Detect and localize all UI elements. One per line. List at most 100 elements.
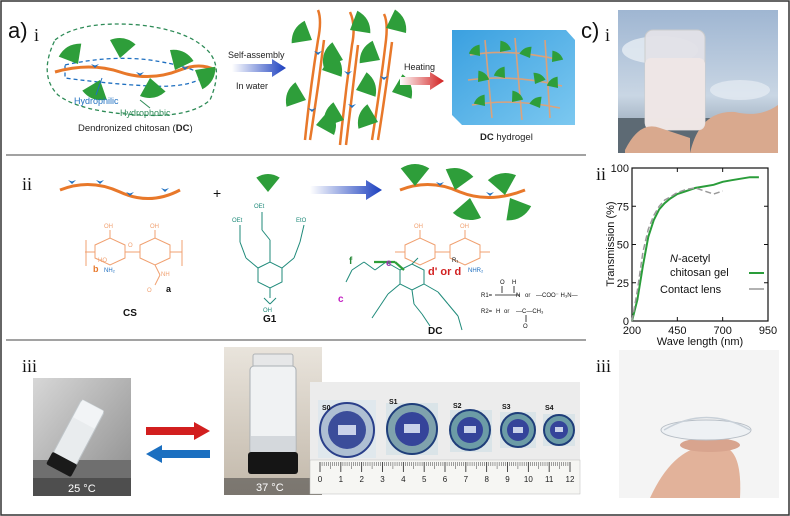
ruler-tick-label: 11: [545, 475, 554, 484]
heating-arrow: Heating: [400, 62, 444, 90]
svg-text:NH₂: NH₂: [104, 268, 116, 274]
reaction-arrow: [310, 180, 382, 200]
y-tick-label: 25: [617, 278, 629, 290]
vial-photo-25c: 25 °C: [33, 378, 131, 496]
dc-structure: OH OH R₁ NHR₂ f e c d' or d D: [338, 224, 578, 337]
ruler-tick-label: 4: [401, 475, 406, 484]
svg-text:S0: S0: [322, 405, 331, 412]
svg-text:OH: OH: [414, 224, 423, 230]
panel-label-c-iii: iii: [596, 356, 611, 376]
svg-text:O: O: [128, 243, 133, 249]
panel-label-a: a): [8, 18, 28, 43]
cs-structure: OH OH HO O NH O NH₂ b a CS: [85, 224, 183, 319]
cs-chain-schematic: [59, 180, 181, 201]
sample-s0: S0: [318, 400, 376, 458]
dc-hydrogel-illustration: DC hydrogel: [452, 30, 575, 143]
g1-label: G1: [263, 314, 277, 325]
svg-text:—COO⁻ H₃N—: —COO⁻ H₃N—: [536, 293, 578, 299]
self-assembly-arrow: Self-assembly In water: [228, 50, 286, 91]
svg-text:or: or: [504, 309, 509, 315]
svg-text:f: f: [349, 256, 353, 267]
svg-text:or: or: [525, 293, 530, 299]
svg-text:HO: HO: [98, 258, 107, 264]
legend-label-gel: N-acetyl: [670, 253, 710, 265]
svg-text:c: c: [338, 294, 344, 305]
svg-text:S4: S4: [545, 405, 554, 412]
legend-label-lens: Contact lens: [660, 284, 722, 296]
svg-text:a: a: [166, 284, 172, 294]
svg-text:b: b: [93, 264, 99, 274]
contact-lens-photo: [619, 350, 779, 498]
self-assembly-label: Self-assembly: [228, 50, 285, 60]
svg-text:OEt: OEt: [232, 218, 243, 224]
svg-text:OH: OH: [104, 224, 113, 230]
ruler-tick-label: 12: [566, 475, 575, 484]
ruler-tick-label: 9: [505, 475, 510, 484]
x-tick-label: 950: [759, 325, 777, 337]
ruler-tick-label: 5: [422, 475, 427, 484]
y-axis-label: Transmission (%): [605, 201, 617, 286]
cs-label: CS: [123, 308, 137, 319]
ruler: [309, 459, 581, 495]
dc-product-schematic: [399, 164, 534, 225]
svg-text:N: N: [516, 293, 520, 299]
svg-text:S1: S1: [389, 399, 398, 406]
temp-label-37: 37 °C: [256, 482, 284, 494]
series-line-gel: [631, 176, 759, 322]
film-samples-photo: S0 S1 S2 S3 S4: [309, 382, 581, 495]
hydrogel-caption: DC hydrogel: [480, 132, 533, 143]
hydrophilic-label: Hydrophilic: [74, 96, 119, 106]
x-tick-label: 200: [623, 325, 641, 337]
dendron-unit: [188, 58, 219, 92]
hydrophobic-label: Hydrophobic: [120, 108, 171, 118]
vial-photo-37c: 37 °C: [224, 347, 322, 495]
panel-label-c-ii: ii: [596, 164, 606, 184]
svg-text:NHR₂: NHR₂: [468, 268, 484, 274]
g1-dendron-schematic: [256, 174, 280, 192]
chitosan-chain: [54, 64, 216, 78]
svg-text:OH: OH: [460, 224, 469, 230]
ruler-tick-label: 6: [443, 475, 448, 484]
legend-label-gel-line2: chitosan gel: [670, 267, 729, 279]
ruler-tick-label: 3: [380, 475, 385, 484]
y-tick-label: 100: [611, 163, 629, 175]
ruler-tick-label: 7: [464, 475, 469, 484]
y-tick-label: 75: [617, 201, 629, 213]
sample-s2: S2: [449, 403, 492, 452]
chart-legend: N-acetyl chitosan gel Contact lens: [660, 253, 764, 296]
svg-text:OH: OH: [150, 224, 159, 230]
ruler-tick-label: 8: [484, 475, 489, 484]
dendron-unit: [107, 36, 137, 61]
series-line-lens: [631, 187, 723, 322]
dc-label: DC: [428, 326, 442, 337]
dc-caption: Dendronized chitosan (DC): [78, 123, 193, 134]
svg-text:H: H: [496, 309, 500, 315]
ruler-tick-label: 2: [359, 475, 364, 484]
svg-text:S3: S3: [502, 404, 511, 411]
panel-label-c-i: i: [605, 25, 610, 45]
hydrophobic-shell: [46, 23, 217, 117]
svg-text:O: O: [523, 324, 528, 330]
svg-text:OEt: OEt: [254, 204, 265, 210]
dc-molecule-schematic: Hydrophilic Hydrophobic Dendronized chit…: [46, 23, 219, 134]
panel-label-a-ii: ii: [22, 174, 32, 194]
x-axis-label: Wave length (nm): [657, 336, 743, 348]
ruler-tick-label: 0: [318, 475, 323, 484]
svg-text:O: O: [147, 288, 152, 294]
ruler-tick-label: 1: [339, 475, 344, 484]
ruler-tick-label: 10: [524, 475, 533, 484]
svg-text:R₁: R₁: [452, 258, 458, 264]
chart-plot-area: [631, 167, 769, 322]
y-tick-label: 50: [617, 240, 629, 252]
sample-s3: S3: [500, 404, 536, 448]
temperature-arrows: [146, 422, 210, 463]
svg-text:—C—CH₃: —C—CH₃: [516, 309, 544, 315]
x-tick-label: 700: [713, 325, 731, 337]
gel-vial-sky-photo: [618, 10, 778, 153]
self-assembled-fibers: [282, 7, 416, 146]
